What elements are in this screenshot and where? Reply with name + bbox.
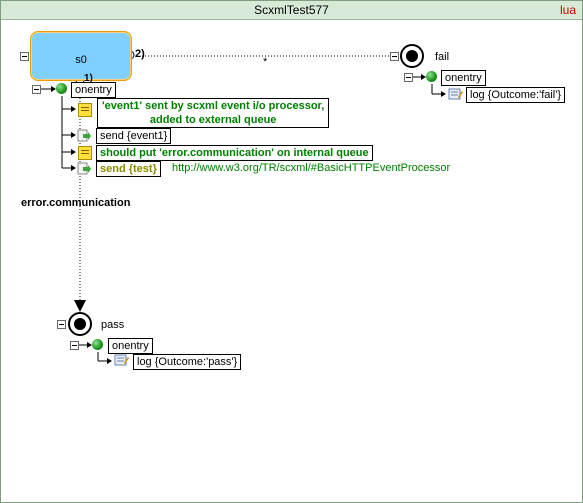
language-badge: lua — [559, 3, 576, 17]
fail-final-state-icon[interactable] — [400, 44, 424, 68]
comment-event1-line2: added to external queue — [149, 114, 277, 126]
state-s0-label: s0 — [75, 54, 87, 66]
fail-onentry-label[interactable]: onentry — [441, 70, 486, 86]
send-icon — [77, 162, 91, 175]
titlebar: ScxmlTest577 lua — [1, 1, 582, 20]
pass-onentry-collapse-icon[interactable] — [70, 341, 79, 350]
transition-event-error-communication[interactable]: error.communication — [21, 197, 131, 209]
window-title: ScxmlTest577 — [254, 3, 329, 17]
s0-onentry-collapse-icon[interactable] — [32, 85, 41, 94]
pass-log[interactable]: log {Outcome:'pass'} — [133, 354, 242, 370]
transition-event-star: * — [263, 56, 268, 68]
pass-final-state-icon[interactable] — [68, 312, 92, 336]
fail-onentry-icon — [426, 71, 437, 82]
edge-s0-pass-arrow — [74, 300, 86, 312]
comment-error-communication[interactable]: should put 'error.communication' on inte… — [96, 145, 373, 161]
pass-collapse-icon[interactable] — [57, 320, 66, 329]
comment-event1-line1: 'event1' sent by scxml event i/o process… — [102, 100, 325, 112]
fail-onentry-collapse-icon[interactable] — [404, 73, 413, 82]
send-test-target-url: http://www.w3.org/TR/scxml/#BasicHTTPEve… — [172, 162, 451, 174]
state-fail-label: fail — [435, 51, 450, 63]
state-pass-label: pass — [101, 319, 125, 331]
comment-note-icon — [78, 103, 92, 117]
log-icon — [448, 88, 463, 100]
transition-index-1: 1) — [84, 73, 93, 84]
send-test[interactable]: send {test} — [96, 161, 161, 177]
s0-onentry-icon — [56, 83, 67, 94]
send-event1[interactable]: send {event1} — [96, 128, 172, 144]
pass-onentry-label[interactable]: onentry — [108, 338, 153, 354]
comment-note-icon — [78, 146, 92, 160]
send-icon — [77, 129, 91, 142]
transition-index-2: 2) — [135, 48, 145, 60]
s0-collapse-icon[interactable] — [20, 52, 29, 61]
s0-onentry-label[interactable]: onentry — [71, 82, 116, 98]
pass-onentry-icon — [92, 339, 103, 350]
comment-event1[interactable]: 'event1' sent by scxml event i/o process… — [97, 98, 330, 128]
state-s0[interactable]: s0 — [30, 31, 132, 81]
fail-collapse-icon[interactable] — [390, 52, 399, 61]
fail-log[interactable]: log {Outcome:'fail'} — [466, 87, 566, 103]
log-icon — [114, 354, 129, 366]
